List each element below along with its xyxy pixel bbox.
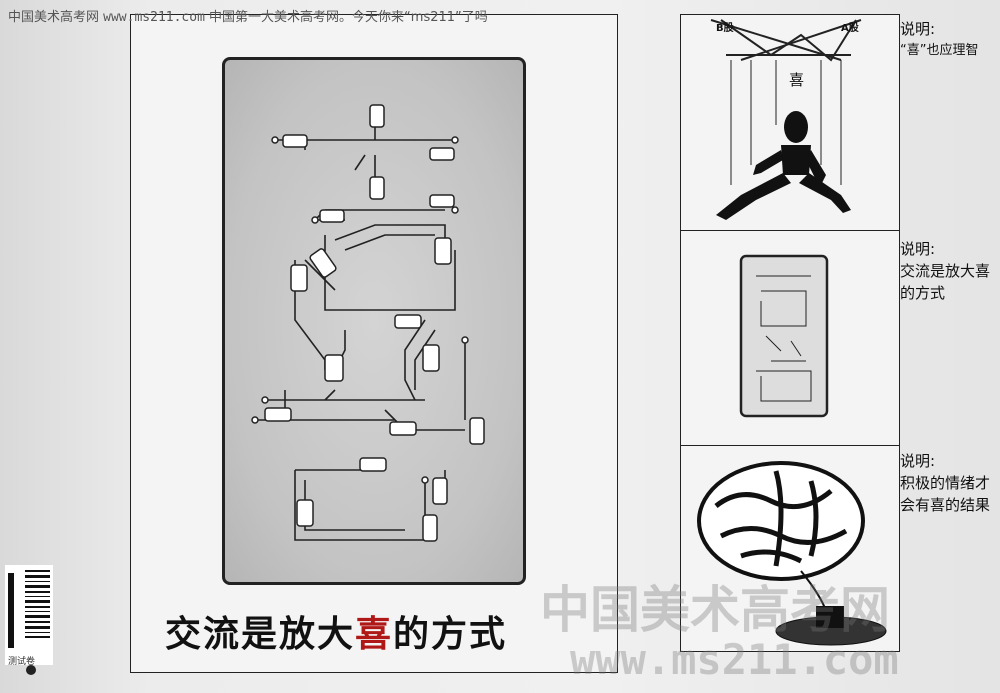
note-text: 积极的情绪才会有喜的结果	[900, 474, 991, 514]
label-b-stock: B股	[716, 22, 735, 34]
circuit-figures-illustration	[251, 104, 485, 542]
watermark-cn: 中国美术高考网	[540, 581, 890, 639]
note-text: “喜”也应理智	[900, 43, 979, 58]
watermark-url: www.ms211.com	[570, 635, 899, 684]
label-xi: 喜	[789, 71, 804, 89]
barcode-sticker	[5, 565, 53, 665]
panel-brain	[680, 445, 900, 652]
note-heading: 说明:	[900, 20, 936, 38]
title-highlight-character: 喜	[355, 614, 394, 655]
brain-joystick-illustration	[697, 461, 887, 646]
panel-puppet: B股 A股 喜	[680, 14, 900, 232]
panel-circuit-mini	[680, 230, 900, 447]
dot-mark	[26, 665, 36, 675]
artwork-title: 交流是放大喜的方式	[165, 605, 507, 657]
site-url[interactable]: www.ms211.com	[103, 10, 205, 25]
note-heading: 说明:	[900, 240, 936, 258]
note-heading: 说明:	[900, 452, 936, 470]
barcode-label: 测试卷	[8, 657, 36, 667]
watermark-header: 中国美术高考网 www.ms211.com 中国第一大美术高考网。今天你来“ms…	[8, 6, 488, 25]
barcode-icon	[8, 570, 50, 648]
puppet-stock-illustration: B股 A股 喜	[710, 19, 862, 220]
mini-circuit-illustration	[739, 254, 829, 418]
site-tagline: 中国第一大美术高考网。今天你来“ms211”了吗	[209, 10, 488, 25]
circuit-board-drawing	[222, 57, 526, 585]
note-text: 交流是放大喜的方式	[900, 262, 991, 302]
label-a-stock: A股	[841, 22, 860, 34]
title-part: 的方式	[393, 614, 508, 655]
note-3: 说明: 积极的情绪才会有喜的结果	[900, 450, 998, 516]
note-1: 说明: “喜”也应理智	[900, 18, 998, 62]
site-name: 中国美术高考网	[8, 10, 100, 25]
note-2: 说明: 交流是放大喜的方式	[900, 238, 998, 304]
title-part: 交流是放大	[165, 614, 356, 655]
